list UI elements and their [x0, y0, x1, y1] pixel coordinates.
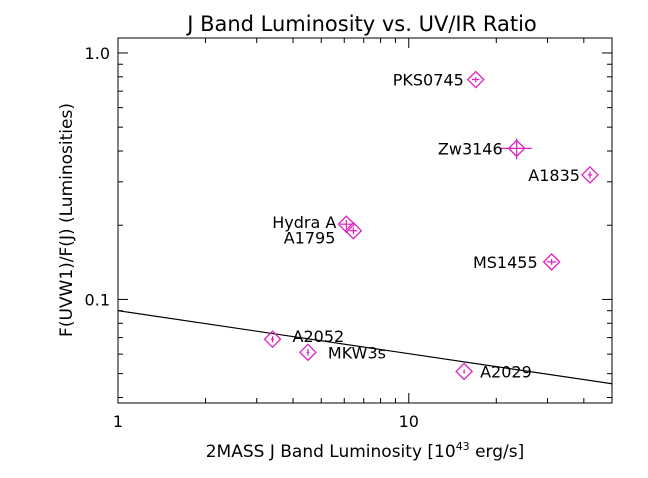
point-label: A1835	[528, 166, 580, 185]
data-point: A2029	[455, 362, 532, 382]
point-marker	[455, 362, 474, 381]
axis-ticks	[117, 38, 613, 403]
y-axis-label: F(UVW1)/F(J) (Luminosities)	[57, 103, 77, 337]
y-tick-label: 1.0	[85, 44, 110, 63]
point-label: A1795	[284, 229, 336, 248]
data-point: A1835	[528, 166, 599, 185]
point-label: MS1455	[473, 253, 538, 272]
point-marker	[581, 166, 599, 184]
plot-frame	[117, 37, 613, 404]
point-label: A2052	[293, 327, 345, 346]
y-tick-label: 0.1	[85, 290, 110, 309]
point-label: A2029	[480, 363, 532, 382]
point-label: PKS0745	[393, 71, 464, 90]
data-point: A1795	[284, 221, 363, 248]
x-tick-label: 10	[399, 412, 419, 431]
x-axis-label-main: 2MASS J Band Luminosity [10	[206, 442, 456, 462]
point-marker	[466, 70, 485, 89]
point-marker	[263, 330, 282, 349]
point-marker	[507, 139, 526, 158]
data-point: Zw3146	[438, 138, 532, 160]
point-marker	[542, 252, 561, 271]
point-label: Hydra A	[272, 213, 336, 232]
chart-title: J Band Luminosity vs. UV/IR Ratio	[185, 12, 537, 36]
point-marker	[344, 221, 363, 240]
x-axis-label-unit: erg/s]	[470, 442, 525, 462]
fit-line	[117, 310, 613, 385]
point-marker	[299, 343, 317, 362]
point-label: MKW3s	[328, 343, 386, 362]
data-point: MS1455	[473, 252, 561, 272]
tick-labels: 1 10 0.1 1.0	[85, 44, 419, 431]
data-point: MKW3s	[299, 343, 386, 362]
point-label: Zw3146	[438, 139, 503, 158]
data-point: A2052	[263, 327, 345, 349]
x-tick-label: 1	[113, 412, 123, 431]
data-point: PKS0745	[393, 70, 485, 90]
x-axis-label-exponent: 43	[456, 440, 470, 453]
x-axis-label: 2MASS J Band Luminosity [1043 erg/s]	[206, 440, 525, 462]
